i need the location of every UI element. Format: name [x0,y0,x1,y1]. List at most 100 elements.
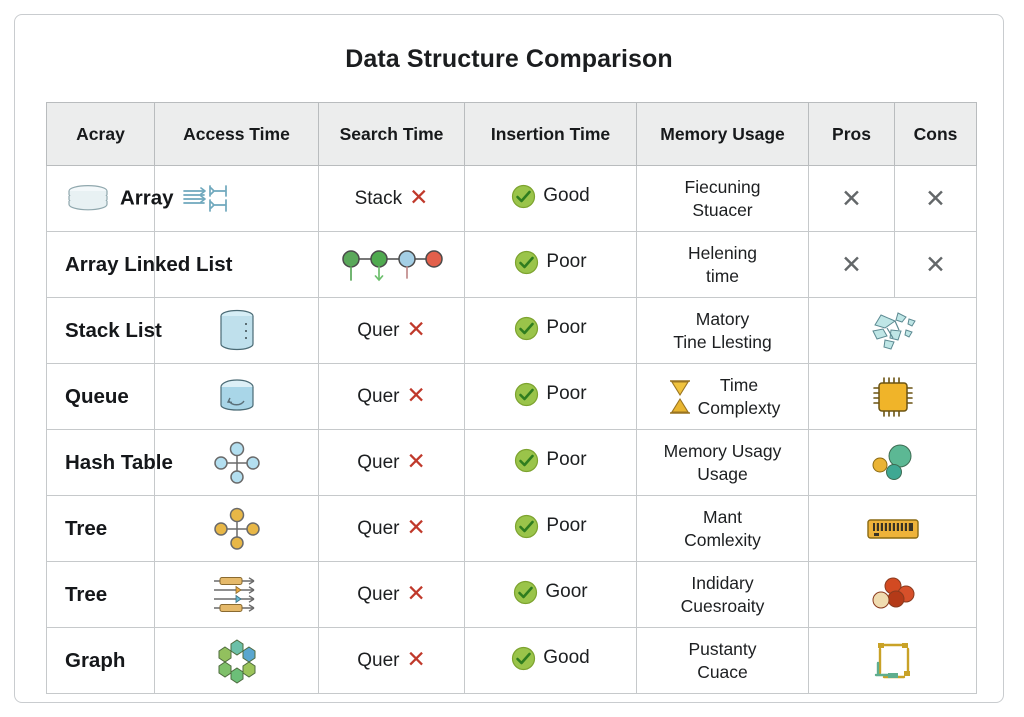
pros-cell[interactable]: ✕ [808,165,895,232]
gray-x-icon: ✕ [925,183,946,213]
access-time-cell[interactable] [154,429,319,496]
check-circle-icon [514,316,539,341]
access-time-cell[interactable] [154,297,319,364]
insertion-time-value: Good [511,646,590,671]
row-label-cell[interactable]: Hash Table [46,429,173,496]
pros-cons-merged-cell[interactable] [808,495,977,562]
red-x-icon: ✕ [406,647,426,673]
stacked-plates-icon [65,184,111,214]
row-label-cell[interactable]: Tree [46,495,155,562]
insertion-time-value: Poor [514,382,587,407]
search-time-cell[interactable]: Quer✕ [318,561,465,628]
column-header-access-time[interactable]: Access Time [154,102,319,166]
column-header-acray[interactable]: Acray [46,102,155,166]
column-header-memory-usage[interactable]: Memory Usage [636,102,809,166]
row-label-text: Stack List [65,318,162,342]
row-label-cell[interactable]: Stack List [46,297,162,364]
orange-node-cross-icon [163,507,310,551]
search-time-text: Quer [357,517,400,539]
cons-cell[interactable]: ✕ [894,231,977,298]
check-circle-icon [514,382,539,407]
row-label-cell[interactable]: Array Linked List [46,231,232,298]
column-header-cons[interactable]: Cons [894,102,977,166]
check-circle-icon [514,580,538,604]
red-x-icon: ✕ [406,449,426,475]
insertion-time-cell[interactable]: Poor [464,429,637,496]
check-circle-icon [515,448,539,472]
insertion-time-text: Good [543,647,590,669]
pros-cons-merged-cell[interactable] [808,561,977,628]
memory-usage-line-2: Stuacer [692,199,753,220]
cons-cell[interactable]: ✕ [894,165,977,232]
insertion-time-value: Poor [514,448,587,473]
search-time-cell[interactable]: Quer✕ [318,627,465,694]
red-x-icon: ✕ [406,581,426,607]
row-label-cell[interactable]: Queue [46,363,155,430]
ram-stick-icon [817,514,968,544]
insertion-time-cell[interactable]: Good [464,165,637,232]
search-time-cell[interactable] [318,231,465,298]
access-time-cell[interactable] [154,231,319,298]
insertion-time-cell[interactable]: Goor [464,561,637,628]
memory-usage-line-2: time [705,265,740,286]
search-time-value: Stack✕ [355,187,429,210]
pros-cell[interactable]: ✕ [808,231,895,298]
search-time-value: Quer✕ [357,319,426,342]
search-time-text: Quer [357,451,400,473]
insertion-time-cell[interactable]: Poor [464,363,637,430]
insertion-time-text: Poor [546,449,587,471]
access-time-cell[interactable] [154,363,319,430]
insertion-time-cell[interactable]: Poor [464,495,637,562]
row-label-text: Array Linked List [65,252,233,276]
column-header-search-time[interactable]: Search Time [318,102,465,166]
insertion-time-text: Poor [546,383,587,405]
access-time-cell[interactable] [154,561,319,628]
column-header-insertion-time[interactable]: Insertion Time [464,102,637,166]
pros-cons-merged-cell[interactable] [808,429,977,496]
memory-usage-line-1: Mant [703,507,742,528]
search-time-text: Stack [354,187,403,209]
search-time-cell[interactable]: Quer✕ [318,297,465,364]
column-header-pros[interactable]: Pros [808,102,895,166]
pros-cons-merged-cell[interactable] [808,297,977,364]
gray-x-icon: ✕ [925,249,946,279]
access-time-cell[interactable] [154,495,319,562]
search-time-cell[interactable]: Quer ✕ [318,429,465,496]
insertion-time-cell[interactable]: Good [464,627,637,694]
pros-cons-merged-cell[interactable] [808,627,977,694]
search-time-cell[interactable]: Quer✕ [318,495,465,562]
insertion-time-cell[interactable]: Poor [464,231,637,298]
red-bubble-cluster-icon [817,575,968,615]
access-time-cell[interactable] [154,165,319,232]
search-time-cell[interactable]: Quer✕ [318,363,465,430]
search-time-value: Quer✕ [357,385,426,408]
row-label-cell[interactable]: Array [46,165,174,232]
row-label-cell[interactable]: Graph [46,627,155,694]
check-circle-icon [515,382,539,406]
row-label-cell[interactable]: Tree [46,561,155,628]
search-time-text: Quer [357,385,400,407]
memory-usage-line-2: Usage [697,463,748,484]
insertion-time-cell[interactable]: Poor [464,297,637,364]
row-label-text: Tree [65,516,108,540]
search-time-cell[interactable]: Stack✕ [318,165,465,232]
pros-cons-merged-cell[interactable] [808,363,977,430]
linked-node-chain-icon [327,246,456,284]
access-time-cell[interactable] [154,627,319,694]
check-circle-icon [514,250,539,275]
memory-usage-line-1: Fiecuning [684,177,761,198]
